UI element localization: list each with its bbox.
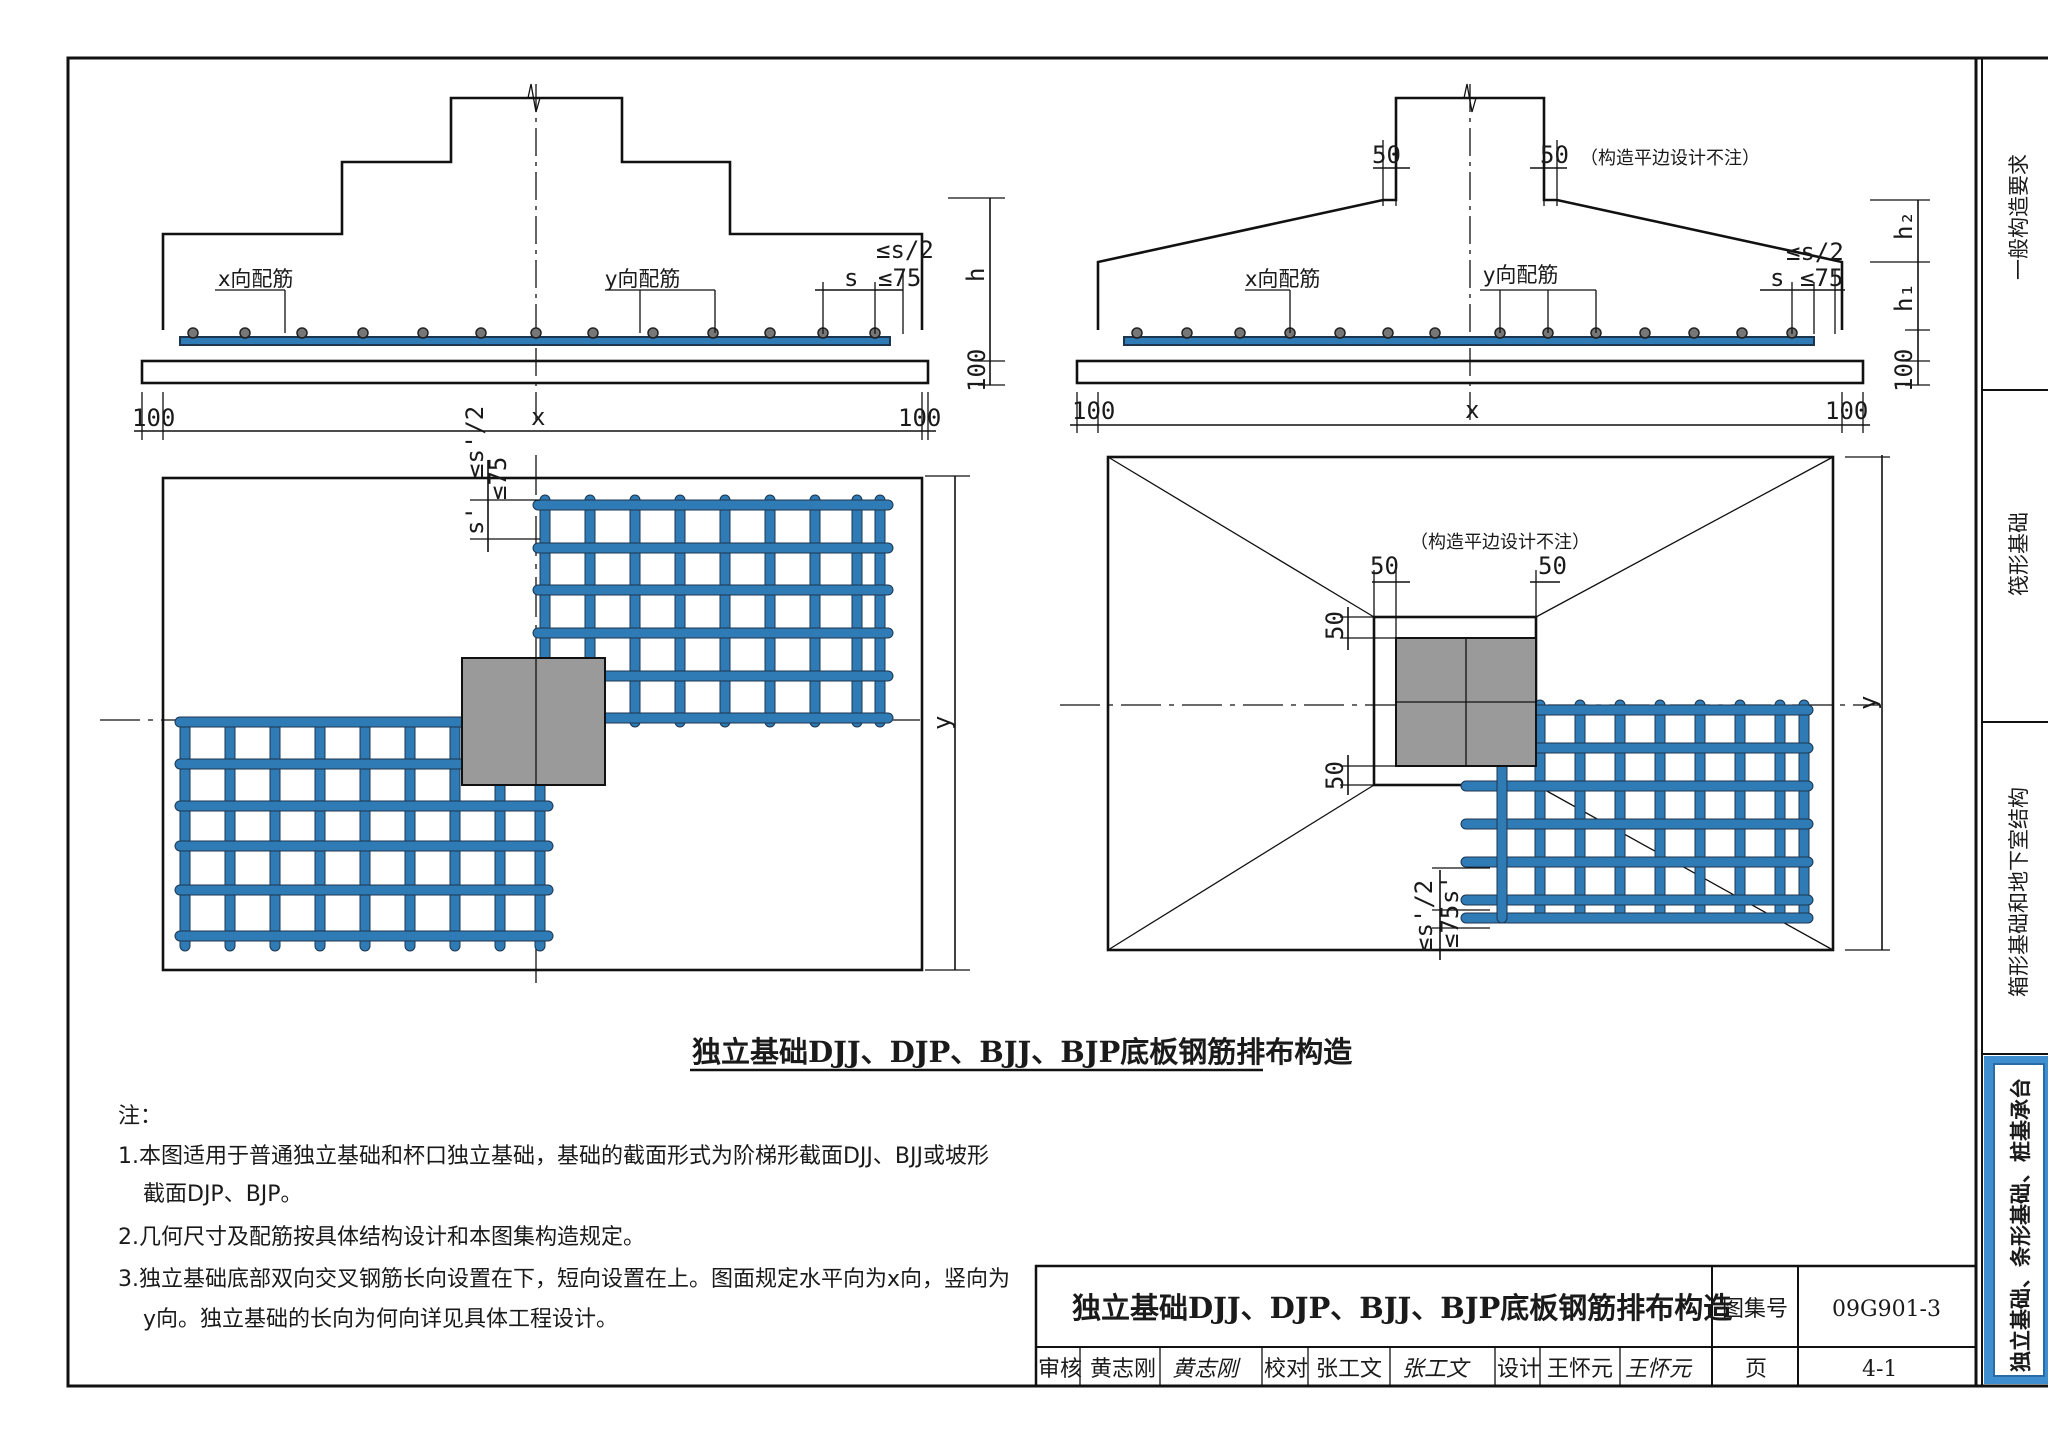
right-plan-outline bbox=[1106, 455, 1835, 952]
design-label: 设计 bbox=[1497, 1357, 1541, 1382]
left-dim-le75-prime: ≤75 bbox=[484, 457, 512, 500]
left-dim-le-s2: ≤s/2 bbox=[876, 236, 934, 264]
right-lower-right-rebar-grid bbox=[1460, 699, 1814, 924]
right-dim-100-vert: 100 bbox=[1890, 349, 1918, 392]
left-dim-s-prime: s' bbox=[461, 506, 489, 535]
right-plan-dim-50-d: 50 bbox=[1321, 761, 1349, 790]
left-dim-100-b: 100 bbox=[898, 404, 941, 432]
title-block-title: 独立基础DJJ、DJP、BJJ、BJP底板钢筋排布构造 bbox=[1072, 1291, 1732, 1325]
right-dim-s: s bbox=[1770, 264, 1784, 292]
left-dim-le75: ≤75 bbox=[878, 264, 921, 292]
figure-title: 独立基础DJJ、DJP、BJJ、BJP底板钢筋排布构造 bbox=[692, 1035, 1352, 1069]
left-y-rebar-label: y向配筋 bbox=[605, 267, 680, 291]
atlas-label: 图集号 bbox=[1722, 1297, 1788, 1322]
left-x-rebar-label: x向配筋 bbox=[218, 267, 293, 291]
right-note-construction-b: （构造平边设计不注） bbox=[1410, 532, 1590, 553]
left-plan-outline bbox=[161, 476, 924, 972]
right-plan-dim-50-a: 50 bbox=[1370, 552, 1399, 580]
side-tab-general[interactable]: 一般构造要求 bbox=[2007, 154, 2031, 280]
left-plan: y ≤s'/2 ≤75 s' bbox=[100, 406, 970, 990]
review-label: 审核 bbox=[1038, 1357, 1082, 1382]
side-tab-box[interactable]: 箱形基础和地下室结构 bbox=[2007, 787, 2031, 997]
note-1: 1.本图适用于普通独立基础和杯口独立基础，基础的截面形式为阶梯形截面DJJ、BJ… bbox=[118, 1144, 989, 1169]
left-rebar-dots bbox=[187, 327, 881, 339]
right-bottom-rebar bbox=[1123, 336, 1815, 346]
right-plan-dim-50-c: 50 bbox=[1321, 611, 1349, 640]
design-signature: 王怀元 bbox=[1625, 1357, 1693, 1382]
right-section-elevation: x向配筋 y向配筋 50 50 （构造平边设计不注） s ≤75 ≤s/2 h₂… bbox=[1070, 83, 1930, 433]
right-dim-le75: ≤75 bbox=[1800, 264, 1843, 292]
right-dim-y: y bbox=[1854, 696, 1882, 710]
right-dim-50-b: 50 bbox=[1540, 141, 1569, 169]
right-dim-100-a: 100 bbox=[1072, 397, 1115, 425]
right-plan: 50 50 （构造平边设计不注） 50 50 y s' ≤75 ≤s'/2 bbox=[1060, 455, 1890, 960]
left-column bbox=[461, 657, 606, 786]
right-dim-x: x bbox=[1465, 396, 1479, 424]
review-name: 黄志刚 bbox=[1090, 1357, 1156, 1382]
left-dim-x: x bbox=[531, 403, 545, 431]
right-dim-h2: h₂ bbox=[1890, 211, 1918, 240]
right-dim-le-s2-prime: ≤s'/2 bbox=[1410, 880, 1438, 952]
left-lower-left-rebar-grid bbox=[174, 716, 554, 952]
right-bedding-layer bbox=[1075, 359, 1865, 385]
right-note-construction-a: （构造平边设计不注） bbox=[1580, 148, 1760, 169]
right-dim-le-s2: ≤s/2 bbox=[1786, 238, 1844, 266]
left-section-elevation: x向配筋 y向配筋 s ≤75 ≤s/2 h 100 100 100 x bbox=[132, 83, 1005, 440]
side-tab-raft[interactable]: 筏形基础 bbox=[2007, 512, 2031, 596]
review-signature: 黄志刚 bbox=[1172, 1357, 1241, 1382]
atlas-number: 09G901-3 bbox=[1832, 1297, 1941, 1322]
right-dim-50-a: 50 bbox=[1372, 141, 1401, 169]
design-name: 王怀元 bbox=[1547, 1357, 1613, 1382]
right-dim-le75-prime: ≤75 bbox=[1436, 905, 1464, 948]
left-bedding-layer bbox=[140, 359, 930, 385]
left-dim-y: y bbox=[928, 716, 956, 730]
notes: 注： 1.本图适用于普通独立基础和杯口独立基础，基础的截面形式为阶梯形截面DJJ… bbox=[118, 1104, 1010, 1332]
right-dim-h1: h₁ bbox=[1890, 283, 1918, 312]
left-dim-h: h bbox=[962, 268, 990, 282]
check-signature: 张工文 bbox=[1402, 1357, 1471, 1382]
note-1-cont: 截面DJP、BJP。 bbox=[143, 1182, 303, 1207]
left-upper-right-rebar-grid bbox=[532, 494, 894, 728]
note-3: 3.独立基础底部双向交叉钢筋长向设置在下，短向设置在上。图面规定水平向为x向，竖… bbox=[118, 1267, 1010, 1292]
notes-heading: 注： bbox=[118, 1104, 162, 1129]
note-2: 2.几何尺寸及配筋按具体结构设计和本图集构造规定。 bbox=[118, 1225, 645, 1250]
right-dim-s-prime: s' bbox=[1436, 875, 1464, 904]
check-name: 张工文 bbox=[1316, 1357, 1382, 1382]
side-tab-isolated[interactable]: 独立基础、条形基础、桩基承台 bbox=[2008, 1078, 2033, 1372]
right-y-rebar-label: y向配筋 bbox=[1483, 263, 1558, 287]
page-label: 页 bbox=[1745, 1357, 1767, 1382]
page-number: 4-1 bbox=[1862, 1357, 1897, 1382]
check-label: 校对 bbox=[1264, 1357, 1308, 1382]
left-dim-le-s2-prime: ≤s'/2 bbox=[461, 406, 489, 478]
right-plan-dim-50-b: 50 bbox=[1538, 552, 1567, 580]
outer-frame bbox=[66, 56, 1978, 1388]
left-dim-100-vert: 100 bbox=[963, 349, 991, 392]
side-tabs: 一般构造要求 筏形基础 箱形基础和地下室结构 独立基础、条形基础、桩基承台 bbox=[1981, 58, 2048, 1386]
right-dim-100-b: 100 bbox=[1825, 397, 1868, 425]
left-dim-s: s bbox=[844, 264, 858, 292]
right-x-rebar-label: x向配筋 bbox=[1245, 267, 1320, 291]
title-block: 独立基础DJJ、DJP、BJJ、BJP底板钢筋排布构造 图集号 09G901-3… bbox=[1034, 1264, 1978, 1388]
note-3-cont: y向。独立基础的长向为何向详见具体工程设计。 bbox=[143, 1307, 618, 1332]
left-dim-100-a: 100 bbox=[132, 404, 175, 432]
